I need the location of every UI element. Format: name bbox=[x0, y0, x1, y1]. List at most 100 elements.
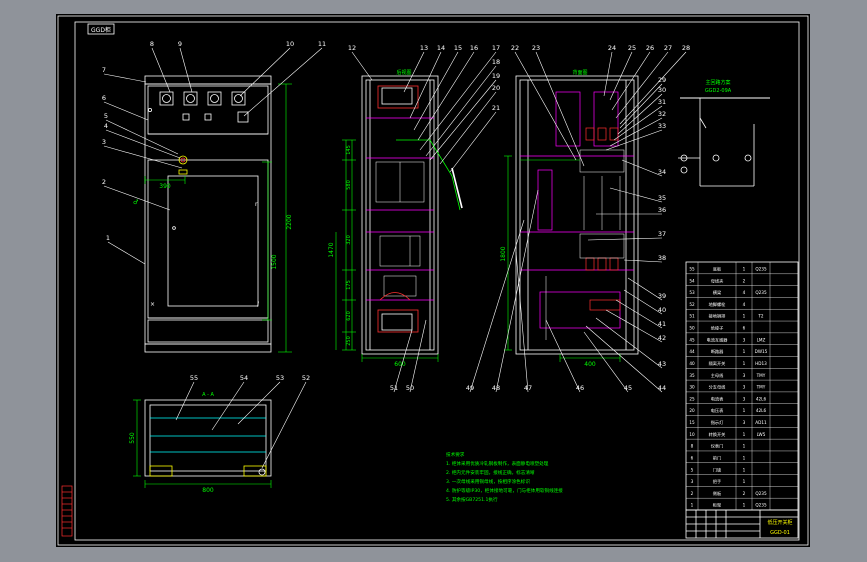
rear-view-label: 背面图 bbox=[572, 69, 587, 76]
callout-rear-47: 47 bbox=[524, 384, 532, 392]
parts-cell: 底板 bbox=[713, 266, 722, 273]
parts-cell: 3 bbox=[743, 396, 746, 401]
callout-top-52: 52 bbox=[302, 374, 310, 382]
notes-heading: 技术要求 bbox=[446, 451, 465, 458]
parts-cell: 仪表门 bbox=[711, 443, 724, 450]
callout-rear-35: 35 bbox=[658, 194, 666, 202]
dim-handle: 390 bbox=[159, 183, 171, 190]
callout-side-12: 12 bbox=[348, 44, 356, 52]
dim-rear-width: 400 bbox=[584, 361, 596, 368]
parts-cell: 1 bbox=[743, 349, 746, 354]
parts-cell: Q235 bbox=[755, 290, 767, 295]
parts-cell: 主母线 bbox=[711, 372, 724, 379]
callout-rear-45: 45 bbox=[624, 384, 632, 392]
meter-2 bbox=[183, 91, 198, 106]
parts-cell: 侧板 bbox=[713, 490, 722, 497]
parts-cell: 3 bbox=[743, 385, 746, 390]
svg-text:♂: ♂ bbox=[133, 199, 138, 206]
top-section-view: 800 550 A - A bbox=[129, 392, 272, 494]
parts-cell: TMY bbox=[756, 373, 766, 378]
callout-side-17: 17 bbox=[492, 44, 500, 52]
parts-cell: 40 bbox=[689, 361, 695, 366]
side-dim-mark: 175 bbox=[346, 280, 352, 290]
outer-frame bbox=[57, 15, 809, 546]
parts-cell: Q235 bbox=[755, 503, 767, 508]
callout-rear-50: 50 bbox=[406, 384, 414, 392]
callout-side-20: 20 bbox=[492, 84, 500, 92]
callout-rear-40: 40 bbox=[658, 306, 666, 314]
parts-cell: 35 bbox=[689, 373, 695, 378]
callout-front-11: 11 bbox=[318, 40, 326, 48]
parts-cell: 门锁 bbox=[713, 466, 722, 473]
callout-rear-43: 43 bbox=[658, 360, 666, 368]
callout-rear-32: 32 bbox=[658, 110, 666, 118]
parts-row: 40 隔离开关 1 HD13 bbox=[689, 360, 767, 367]
meter-4 bbox=[231, 91, 246, 106]
parts-cell: 51 bbox=[689, 314, 695, 319]
parts-cell: 接地铜排 bbox=[709, 313, 727, 320]
parts-cell: 15 bbox=[689, 420, 695, 425]
callout-rear-36: 36 bbox=[658, 206, 666, 214]
callout-side-16: 16 bbox=[470, 44, 478, 52]
callout-rear-48: 48 bbox=[492, 384, 500, 392]
dim-side-total: 1470 bbox=[328, 242, 335, 257]
parts-cell: 4 bbox=[743, 290, 746, 295]
parts-cell: 4 bbox=[743, 302, 746, 307]
parts-cell: 横梁 bbox=[713, 289, 722, 296]
rear-view: 1800 400 背面图 bbox=[500, 69, 639, 368]
parts-cell: 1 bbox=[743, 361, 746, 366]
schematic-line-2: GGD2-09A bbox=[705, 88, 732, 94]
callout-rear-28: 28 bbox=[682, 44, 690, 52]
parts-cell: 电流表 bbox=[711, 395, 724, 402]
side-dim-mark: 580 bbox=[346, 180, 352, 190]
callout-front-10: 10 bbox=[286, 40, 294, 48]
callout-rear-38: 38 bbox=[658, 254, 666, 262]
parts-cell: 10 bbox=[689, 432, 695, 437]
parts-cell: 1 bbox=[743, 479, 746, 484]
callout-rear-33: 33 bbox=[658, 122, 666, 130]
parts-cell: 分支母线 bbox=[709, 384, 727, 391]
parts-cell: 2 bbox=[691, 491, 694, 496]
parts-cell: 母线夹 bbox=[711, 277, 724, 284]
parts-cell: 20 bbox=[689, 408, 695, 413]
callout-front-6: 6 bbox=[102, 94, 106, 102]
parts-cell: 52 bbox=[689, 302, 695, 307]
callout-front-8: 8 bbox=[150, 40, 154, 48]
parts-cell: 2 bbox=[743, 278, 746, 283]
callout-top-53: 53 bbox=[276, 374, 284, 382]
main-circuit-schematic: 主回路方案 GGD2-09A bbox=[678, 79, 770, 187]
parts-cell: HD13 bbox=[755, 361, 767, 366]
callout-rear-26: 26 bbox=[646, 44, 654, 52]
callout-rear-31: 31 bbox=[658, 98, 666, 106]
parts-cell: 3 bbox=[743, 373, 746, 378]
schematic-line-1: 主回路方案 bbox=[705, 79, 730, 86]
parts-cell: 1 bbox=[743, 314, 746, 319]
parts-cell: 转换开关 bbox=[709, 431, 726, 438]
parts-cell: 54 bbox=[689, 278, 695, 283]
note-line: 3. 一次母线采用铜母线，按相序涂色标识 bbox=[446, 478, 530, 485]
cabinet-drawing: GGD柜 bbox=[57, 15, 809, 546]
note-line: 4. 防护等级IP30，柜体接地可靠，门与柜体用软铜线连接 bbox=[446, 487, 563, 494]
dim-top-width: 800 bbox=[202, 487, 214, 494]
callout-rear-24: 24 bbox=[608, 44, 616, 52]
dim-front-height: 2200 bbox=[286, 214, 293, 229]
drawing-sheet: GGD柜 bbox=[56, 14, 810, 547]
parts-cell: 隔离开关 bbox=[709, 360, 726, 367]
callout-side-21: 21 bbox=[492, 104, 500, 112]
parts-cell: 30 bbox=[689, 385, 695, 390]
parts-cell: 45 bbox=[689, 337, 695, 342]
svg-text:×: × bbox=[150, 301, 155, 308]
parts-cell: 1 bbox=[743, 455, 746, 460]
